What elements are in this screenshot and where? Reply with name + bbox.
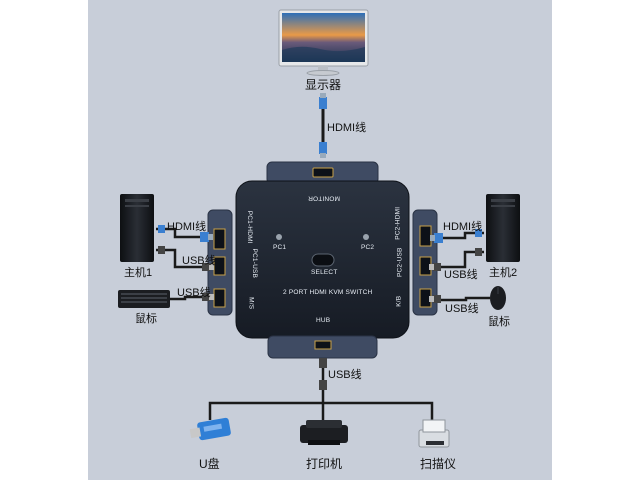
pc1-cables bbox=[156, 225, 214, 271]
monitor-label: 显示器 bbox=[305, 78, 342, 92]
mouse-label: 鼠标 bbox=[488, 316, 510, 328]
pc2-hdmi-label: HDMI线 bbox=[443, 221, 483, 233]
top-hdmi-label: HDMI线 bbox=[327, 122, 367, 134]
switch-pc1-usb-text: PC1-USB bbox=[251, 248, 259, 279]
switch-pc2-usb-text: PC2-USB bbox=[396, 247, 404, 278]
pc1-hdmi-label: HDMI线 bbox=[167, 221, 207, 233]
printer-label: 打印机 bbox=[306, 457, 343, 471]
kb-usb-label: USB线 bbox=[177, 287, 211, 299]
switch-monitor-text: MONITOR bbox=[308, 194, 340, 202]
switch-model-text: 2 PORT HDMI KVM SWITCH bbox=[283, 289, 373, 296]
switch-ms-text: M/S bbox=[247, 297, 255, 310]
pc2-label: 主机2 bbox=[489, 267, 518, 279]
monitor-icon bbox=[278, 9, 369, 76]
kvm-switch-body bbox=[235, 180, 410, 339]
mouse-icon bbox=[429, 286, 506, 310]
printer-icon bbox=[300, 420, 348, 445]
switch-led-pc2-text: PC2 bbox=[361, 244, 375, 251]
monitor-port-module bbox=[266, 161, 379, 185]
pc2-usb-label: USB线 bbox=[444, 269, 478, 281]
udisk-icon bbox=[189, 417, 231, 441]
keyboard-label: 鼠标 bbox=[135, 313, 157, 325]
scanner-label: 扫描仪 bbox=[420, 457, 457, 471]
switch-pc2-hdmi-text: PC2-HDMI bbox=[394, 206, 402, 240]
mouse-usb-label: USB线 bbox=[445, 303, 479, 315]
hub-port-module bbox=[267, 335, 378, 359]
scanner-icon bbox=[418, 419, 450, 448]
pc1-tower-icon bbox=[120, 194, 154, 262]
switch-pc1-hdmi-text: PC1-HDMI bbox=[245, 210, 253, 244]
hub-usb-label: USB线 bbox=[328, 369, 362, 381]
switch-kb-text: K/B bbox=[395, 295, 403, 307]
pc2-tower-icon bbox=[486, 194, 520, 262]
keyboard-icon bbox=[118, 290, 214, 308]
pc2-cables bbox=[429, 229, 484, 271]
udisk-label: U盘 bbox=[199, 457, 220, 471]
pc1-label: 主机1 bbox=[124, 267, 153, 279]
hub-usb-tree bbox=[208, 358, 434, 420]
switch-led-pc1-text: PC1 bbox=[273, 244, 287, 251]
switch-hub-text: HUB bbox=[316, 317, 331, 324]
top-hdmi-cable bbox=[319, 93, 327, 158]
switch-select-text: SELECT bbox=[311, 269, 338, 276]
pc1-usb-label: USB线 bbox=[182, 255, 216, 267]
